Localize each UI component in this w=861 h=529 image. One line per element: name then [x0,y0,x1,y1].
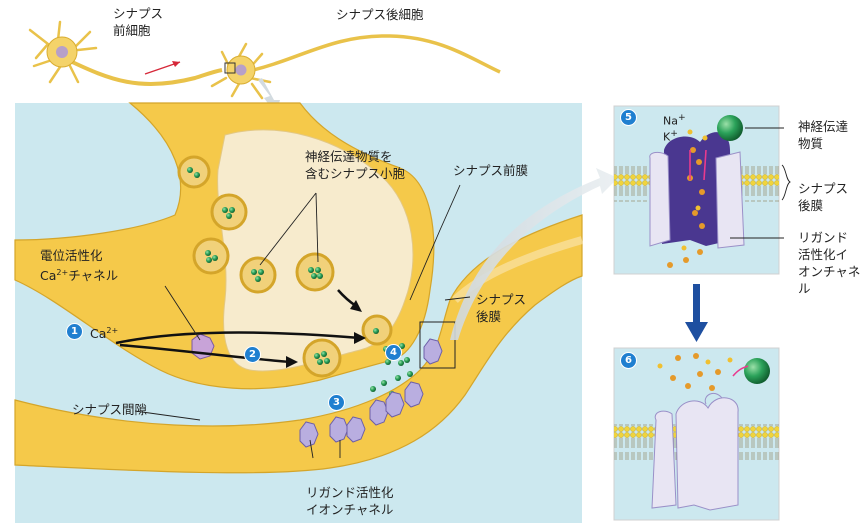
label-na-ion: Na+ [663,112,686,128]
vesicle [210,193,248,231]
vesicle [302,338,342,378]
label-presynaptic-membrane: シナプス前膜 [453,163,529,178]
vesicle-docking [361,314,393,346]
label-postsynaptic-cell: シナプス後細胞 [336,7,424,22]
label-ca-ion: Ca2+ [90,326,119,342]
step-5-badge: 5 [620,109,637,126]
label-k-ion: K+ [663,128,678,144]
label-presynaptic-cell: シナプス前細胞 [113,6,164,38]
vesicles [177,155,393,378]
step-3-badge: 3 [328,394,345,411]
step-2-badge: 2 [244,346,261,363]
panel-6 [613,347,780,521]
panel-5 [613,105,792,275]
step-1-badge: 1 [66,323,83,340]
step-6-badge: 6 [620,352,637,369]
vesicle [239,256,277,294]
label-synaptic-cleft: シナプス間隙 [72,402,148,417]
label-ligand-channel-right: リガンド 活性化イ オンチャネ ル [798,230,861,296]
label-neurotransmitter: 神経伝達物質 [798,119,849,151]
postsynaptic-cell [14,214,584,474]
detail-box [419,321,456,369]
label-postsynaptic-membrane-right: シナプス後膜 [798,181,849,213]
ligand-channels-main [299,338,443,448]
transition-arrow [685,284,708,342]
leader-lines [134,184,471,459]
vesicle [192,237,230,275]
step-4-badge: 4 [385,344,402,361]
label-postsynaptic-membrane: シナプス後膜 [476,292,527,324]
vesicle [295,252,335,292]
neuron-illustration-top [28,20,501,114]
vesicle [177,155,211,189]
label-vesicles: 神経伝達物質を含むシナプス小胞 [305,149,406,181]
label-ligand-channels: リガンド活性化イオンチャネル [306,485,394,517]
zoom-arrow [450,168,618,340]
label-voltage-gated-channel: 電位活性化 Ca2+チャネル [40,248,119,284]
